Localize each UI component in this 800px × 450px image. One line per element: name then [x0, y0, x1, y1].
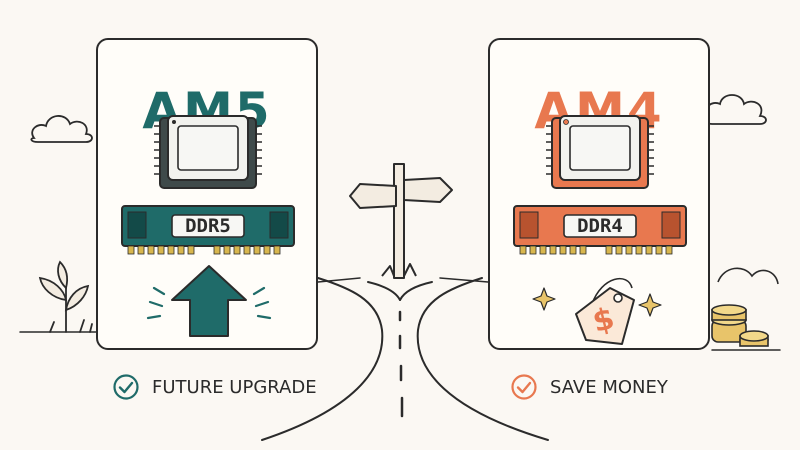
coin-stack-icon [711, 304, 769, 347]
am4-option-card: AM4 DDR4 $ [488, 38, 710, 350]
sparkle-icon [638, 293, 662, 317]
cpu-chip-icon [154, 115, 262, 189]
ram-stick-icon: DDR4 [513, 205, 687, 255]
am5-option-card: AM5 DDR5 [96, 38, 318, 350]
check-circle-icon [511, 374, 537, 400]
sparkle-icon [532, 287, 556, 311]
cpu-chip-icon [546, 115, 654, 189]
am5-caption: FUTURE UPGRADE [112, 373, 317, 401]
price-tag-icon: $ [532, 278, 662, 345]
plant-icon [38, 260, 93, 333]
am4-caption-text: SAVE MONEY [550, 376, 668, 398]
check-circle-icon [113, 374, 139, 400]
ram-stick-icon: DDR5 [121, 205, 295, 255]
signpost-icon [349, 163, 453, 279]
am5-caption-text: FUTURE UPGRADE [152, 376, 317, 398]
am5-ram-label: DDR5 [185, 215, 231, 237]
up-arrow-icon [146, 265, 272, 337]
am4-caption: SAVE MONEY [510, 373, 668, 401]
forked-road-icon [261, 277, 549, 441]
cloud-icon [704, 94, 767, 125]
am4-ram-label: DDR4 [577, 215, 623, 237]
cloud-icon [30, 115, 93, 143]
